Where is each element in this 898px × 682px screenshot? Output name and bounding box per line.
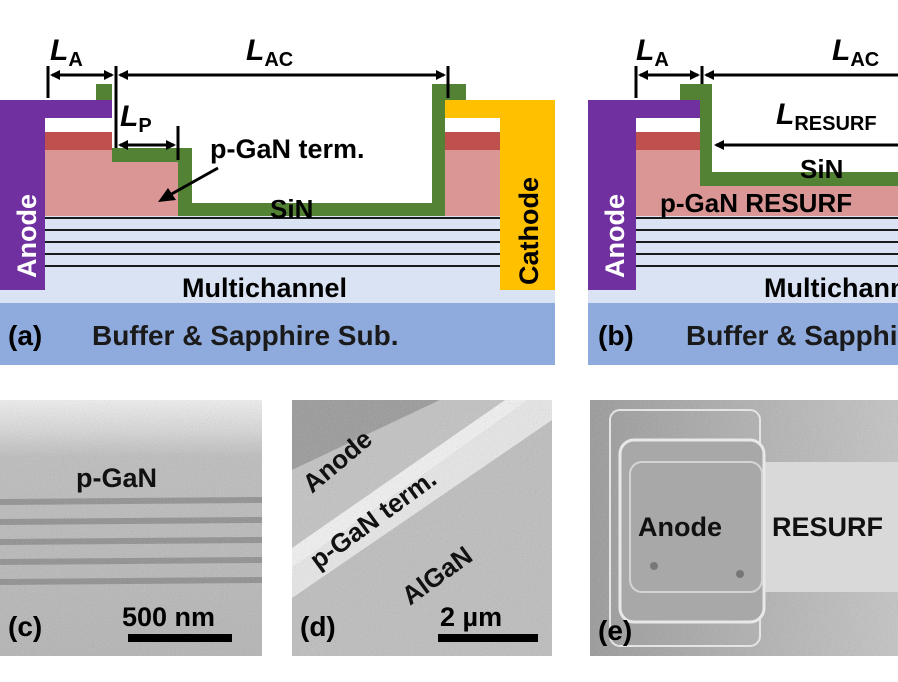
dim-lac-label: LAC bbox=[246, 34, 293, 71]
buffer-label-b: Buffer & Sapphire Sub. bbox=[686, 320, 898, 351]
p-gan-label-c: p-GaN bbox=[76, 463, 157, 493]
scale-bar-d bbox=[438, 634, 538, 642]
anode-pad bbox=[618, 438, 766, 624]
sin-label: SiN bbox=[270, 194, 313, 224]
pad-dot bbox=[736, 570, 744, 578]
buffer-layer-b bbox=[588, 303, 898, 365]
panel-e: Anode RESURF (e) bbox=[590, 400, 898, 656]
noise-c bbox=[0, 400, 262, 656]
dim-lresurf-label: LRESURF bbox=[776, 98, 877, 135]
pad-dot bbox=[650, 562, 658, 570]
p-gan-dark-cap-cathode bbox=[445, 132, 500, 150]
p-gan-termination bbox=[45, 132, 178, 216]
dim-la-label: LA bbox=[50, 34, 83, 71]
sin-overlap-anode bbox=[96, 84, 112, 100]
p-gan-dark-cap bbox=[45, 132, 112, 150]
resurf-label-e: RESURF bbox=[772, 512, 883, 542]
panel-d: Anode p-GaN term. AlGaN (d) 2 µm bbox=[292, 400, 552, 656]
buffer-label: Buffer & Sapphire Sub. bbox=[92, 320, 398, 351]
dimension-markers bbox=[46, 66, 450, 202]
sin-passivation-b bbox=[680, 84, 898, 186]
dimension-markers-b bbox=[634, 66, 898, 150]
channel-lines-b bbox=[636, 217, 898, 267]
panel-c: p-GaN (c) 500 nm bbox=[0, 400, 263, 656]
anode-label-b: Anode bbox=[600, 194, 630, 278]
anode-inner-outline bbox=[629, 461, 763, 593]
scale-bar-c bbox=[128, 634, 232, 642]
panel-a: LA LAC LP p-GaN term. SiN Multichannel (… bbox=[0, 34, 555, 365]
dim-lac-label-b: LAC bbox=[832, 34, 879, 71]
multichannel-label: Multichannel bbox=[182, 273, 347, 303]
sin-label-b: SiN bbox=[800, 154, 843, 184]
cathode-label: Cathode bbox=[514, 177, 544, 285]
panel-b-label: (b) bbox=[598, 320, 634, 351]
multichannel-label-b: Multichannel bbox=[764, 273, 898, 303]
cathode-electrode bbox=[445, 100, 555, 290]
anode-electrode-b bbox=[588, 100, 700, 290]
p-gan-resurf-layer bbox=[636, 132, 898, 216]
panel-e-label: (e) bbox=[598, 615, 632, 646]
noise-d bbox=[292, 400, 552, 656]
panel-d-label: (d) bbox=[300, 611, 336, 642]
anode-label: Anode bbox=[12, 194, 42, 278]
buffer-layer bbox=[0, 303, 555, 365]
dim-lp-label: LP bbox=[120, 100, 152, 137]
panel-c-label: (c) bbox=[8, 611, 42, 642]
p-gan-term-label: p-GaN term. bbox=[210, 134, 365, 164]
p-gan-dark-cap-b bbox=[636, 132, 700, 150]
dim-la-label-b: LA bbox=[636, 34, 669, 71]
anode-electrode bbox=[0, 100, 112, 290]
scale-label-c: 500 nm bbox=[122, 602, 215, 632]
scale-label-d: 2 µm bbox=[440, 602, 502, 632]
p-gan-resurf-label: p-GaN RESURF bbox=[660, 188, 852, 218]
resurf-strip bbox=[762, 462, 898, 592]
anode-label-e: Anode bbox=[638, 512, 722, 542]
panel-a-label: (a) bbox=[8, 320, 42, 351]
channel-lines bbox=[45, 217, 500, 267]
panel-b: LA LAC LRESURF SiN p-GaN RESURF Multicha… bbox=[588, 34, 898, 365]
